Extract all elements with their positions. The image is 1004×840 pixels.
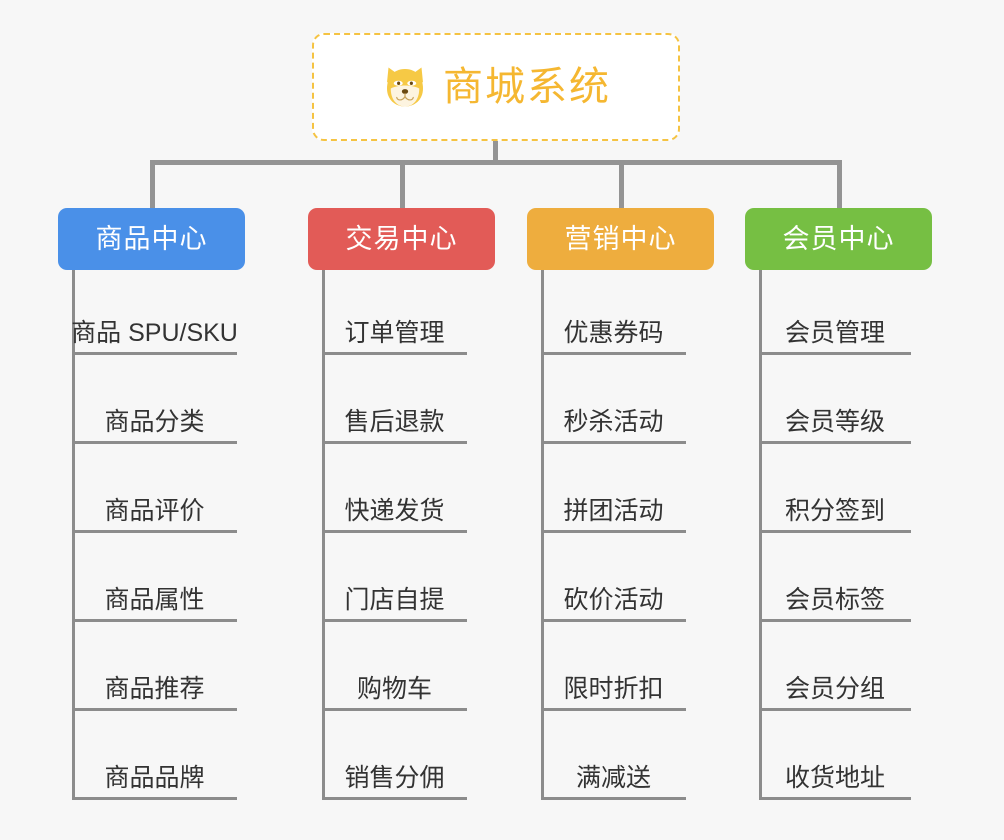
leaf-item[interactable]: 会员等级: [759, 398, 911, 444]
leaf-item[interactable]: 会员管理: [759, 309, 911, 355]
connector-drop-product-center: [149, 160, 155, 208]
branch-spine-member-center: [759, 270, 762, 800]
leaf-label: 积分签到: [784, 496, 885, 525]
leaf-label: 购物车: [356, 674, 432, 703]
connector-bus: [150, 160, 840, 165]
leaf-item[interactable]: 优惠券码: [541, 309, 686, 355]
leaf-label: 会员标签: [784, 585, 885, 614]
branch-spine-product-center: [72, 270, 75, 800]
leaf-item[interactable]: 积分签到: [759, 487, 911, 533]
leaf-label: 收货地址: [784, 763, 885, 792]
leaf-item[interactable]: 商品评价: [72, 487, 237, 533]
category-label: 交易中心: [345, 223, 458, 254]
leaf-item[interactable]: 商品分类: [72, 398, 237, 444]
leaf-item[interactable]: 商品品牌: [72, 754, 237, 800]
leaf-item[interactable]: 销售分佣: [322, 754, 467, 800]
leaf-item[interactable]: 砍价活动: [541, 576, 686, 622]
leaf-item[interactable]: 商品推荐: [72, 665, 237, 711]
connector-stem: [493, 141, 498, 163]
leaf-label: 订单管理: [344, 318, 445, 347]
leaf-label: 会员管理: [784, 318, 885, 347]
leaf-label: 砍价活动: [563, 585, 664, 614]
leaf-item[interactable]: 门店自提: [322, 576, 467, 622]
leaf-item[interactable]: 满减送: [541, 754, 686, 800]
leaf-item[interactable]: 会员分组: [759, 665, 911, 711]
leaf-label: 快递发货: [344, 496, 445, 525]
category-box-trade-center[interactable]: 交易中心: [308, 208, 495, 270]
leaf-label: 满减送: [575, 763, 651, 792]
leaf-label: 拼团活动: [563, 496, 664, 525]
leaf-item[interactable]: 订单管理: [322, 309, 467, 355]
leaf-label: 会员分组: [784, 674, 885, 703]
connector-drop-member-center: [836, 160, 842, 208]
leaf-item[interactable]: 会员标签: [759, 576, 911, 622]
leaf-label: 商品属性: [104, 585, 205, 614]
leaf-item[interactable]: 秒杀活动: [541, 398, 686, 444]
branch-spine-trade-center: [322, 270, 325, 800]
leaf-item[interactable]: 拼团活动: [541, 487, 686, 533]
leaf-label: 售后退款: [344, 407, 445, 436]
leaf-label: 门店自提: [344, 585, 445, 614]
branch-spine-marketing-center: [541, 270, 544, 800]
leaf-label: 会员等级: [784, 407, 885, 436]
shiba-dog-icon: [387, 67, 423, 107]
leaf-item[interactable]: 售后退款: [322, 398, 467, 444]
category-box-marketing-center[interactable]: 营销中心: [527, 208, 714, 270]
category-box-member-center[interactable]: 会员中心: [745, 208, 932, 270]
leaf-item[interactable]: 商品 SPU/SKU: [71, 309, 238, 355]
leaf-label: 商品品牌: [104, 763, 205, 792]
leaf-label: 秒杀活动: [563, 407, 664, 436]
category-label: 会员中心: [782, 223, 895, 254]
leaf-label: 商品 SPU/SKU: [71, 318, 238, 347]
leaf-label: 优惠券码: [563, 318, 664, 347]
leaf-label: 商品推荐: [104, 674, 205, 703]
root-node-mall-system[interactable]: 商城系统: [312, 33, 680, 141]
category-label: 营销中心: [564, 223, 677, 254]
leaf-item[interactable]: 限时折扣: [541, 665, 686, 711]
leaf-label: 商品评价: [104, 496, 205, 525]
leaf-item[interactable]: 快递发货: [322, 487, 467, 533]
connector-drop-marketing-center: [618, 160, 624, 208]
category-label: 商品中心: [95, 223, 208, 254]
leaf-item[interactable]: 购物车: [322, 665, 467, 711]
leaf-item[interactable]: 收货地址: [759, 754, 911, 800]
leaf-label: 销售分佣: [344, 763, 445, 792]
connector-drop-trade-center: [399, 160, 405, 208]
leaf-label: 商品分类: [104, 407, 205, 436]
root-title: 商城系统: [443, 65, 611, 109]
leaf-label: 限时折扣: [563, 674, 664, 703]
category-box-product-center[interactable]: 商品中心: [58, 208, 245, 270]
leaf-item[interactable]: 商品属性: [72, 576, 237, 622]
